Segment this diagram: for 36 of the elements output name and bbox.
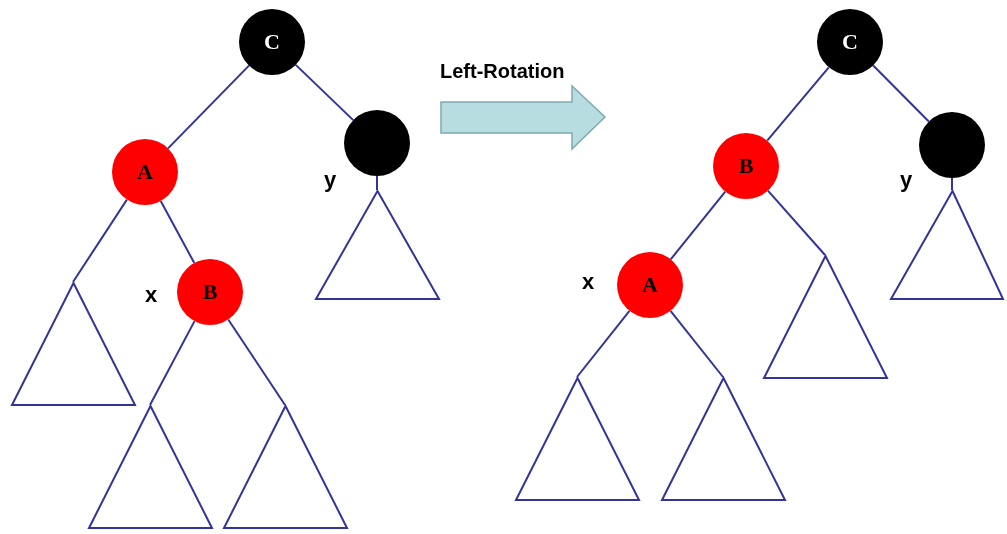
- subtree-triangle: [514, 377, 640, 501]
- tree-edge: [669, 190, 727, 261]
- pointer-label: y: [900, 167, 913, 193]
- tree-edge: [576, 309, 631, 378]
- subtree-triangle: [762, 255, 888, 379]
- tree-edge: [167, 64, 250, 150]
- subtree-triangle: [87, 405, 213, 529]
- node-label: A: [137, 159, 153, 185]
- node-label: B: [202, 279, 218, 305]
- tree-edge: [72, 198, 128, 283]
- subtree-triangle: [10, 282, 136, 406]
- node-label: B: [738, 153, 754, 179]
- tree-edge: [149, 320, 196, 406]
- tree-edge: [951, 177, 953, 191]
- node-label: A: [642, 272, 658, 298]
- tree-node-circle: [713, 133, 779, 199]
- tree-edge: [294, 63, 355, 122]
- node-label: C: [842, 29, 858, 55]
- tree-node-circle: [239, 9, 305, 75]
- pointer-label: y: [324, 167, 337, 193]
- subtree-triangle: [314, 190, 440, 300]
- tree-edge: [159, 200, 196, 264]
- tree-node-circle: [112, 139, 178, 205]
- tree-edge: [766, 66, 830, 142]
- tree-edge: [376, 175, 378, 191]
- subtree-triangle: [660, 377, 786, 501]
- tree-edge: [872, 64, 930, 123]
- tree-edge: [669, 309, 724, 378]
- tree-edge: [766, 189, 826, 256]
- subtree-triangle: [222, 405, 348, 529]
- operation-label: Left-Rotation: [440, 60, 565, 83]
- pointer-label: x: [582, 269, 595, 295]
- tree-edge: [227, 318, 286, 406]
- node-label: C: [264, 29, 280, 55]
- pointer-label: x: [145, 282, 158, 308]
- subtree-triangle: [889, 190, 1004, 300]
